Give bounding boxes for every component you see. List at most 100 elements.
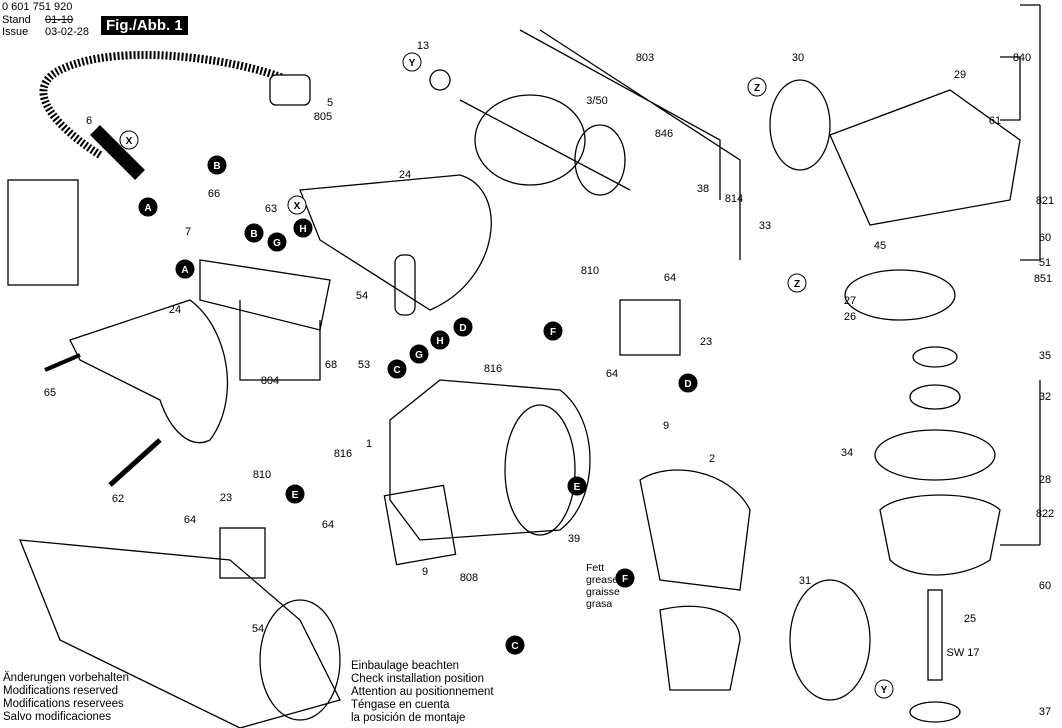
connector-marker [267,232,287,252]
part-label: 35 [1039,350,1051,362]
part-label: 803 [636,52,654,64]
part-number: 0 601 751 920 [2,1,73,13]
connector-label: H [436,336,443,347]
note-line: Einbaulage beachten [351,660,460,672]
part-label: 25 [964,613,976,625]
part-label: 26 [844,311,856,323]
part-label: 5 [327,97,333,109]
part-label: 60 [1039,580,1051,592]
connector-label: D [684,379,691,390]
connector-label: B [213,161,220,172]
connector-marker [874,679,894,699]
part-label: 64 [184,514,196,526]
part-label: 23 [220,492,232,504]
connector-marker [747,77,767,97]
issue-label: Issue [2,26,29,38]
part-label: 54 [252,623,264,635]
connector-label: E [574,482,581,493]
part-label: 64 [606,368,618,380]
connector-label: H [299,224,306,235]
part-label: 63 [265,203,277,215]
connector-marker [453,317,473,337]
part-label: 38 [697,183,709,195]
part-label: 28 [1039,474,1051,486]
connector-label: C [511,641,518,652]
connector-label: Y [881,685,888,696]
part-label: 808 [460,572,478,584]
part-label: 6 [86,115,92,127]
part-label: 24 [169,304,181,316]
connector-marker [138,197,158,217]
connector-marker [567,476,587,496]
installation-note: Einbaulage beachten Check installation p… [351,660,494,725]
grease-note: Fett grease graisse grasa [586,562,620,610]
part-label: 60 [1039,232,1051,244]
connector-label: F [550,327,556,338]
part-label: 851 [1034,273,1052,285]
connector-marker [244,223,264,243]
connector-label: Z [754,83,760,94]
part-label: 64 [664,272,676,284]
part-label: 31 [799,575,811,587]
part-label: 13 [417,40,429,52]
connector-label: C [393,365,400,376]
note-line: Téngase en cuenta [351,699,450,711]
part-label: 1 [366,438,372,450]
part-label: 66 [208,188,220,200]
part-label: 840 [1013,52,1031,64]
connector-marker [387,359,407,379]
connector-label: Z [794,279,800,290]
part-label: 32 [1039,391,1051,403]
connector-marker [175,259,195,279]
connector-label: E [292,490,299,501]
part-label: 23 [700,336,712,348]
note-line: Salvo modificaciones [3,711,112,723]
connector-marker [615,568,635,588]
connector-label: B [250,229,257,240]
note-line: Fett [586,562,605,574]
note-line: Änderungen vorbehalten [3,672,129,684]
stand-date: 01-10 [45,14,74,26]
connector-label: G [273,238,281,249]
connector-label: G [415,350,423,361]
part-label: 7 [185,226,191,238]
connector-label: X [294,201,301,212]
connector-marker [678,373,698,393]
part-label: 804 [261,375,279,387]
part-label: 846 [655,128,673,140]
part-label: 816 [334,448,352,460]
part-label: 61 [989,115,1001,127]
part-label: 2 [709,453,715,465]
part-label: 65 [44,387,56,399]
part-label: 27 [844,295,856,307]
part-label: 37 [1039,706,1051,718]
part-label: 9 [663,420,669,432]
connector-marker [787,273,807,293]
part-label: 9 [422,566,428,578]
part-label: 68 [325,359,337,371]
part-label: 822 [1036,508,1054,520]
part-label: 810 [253,469,271,481]
connector-label: A [181,265,188,276]
part-label: 33 [759,220,771,232]
part-label: 53 [358,359,370,371]
part-label: 51 [1039,257,1051,269]
note-line: grasa [586,598,613,610]
part-label: 805 [314,111,332,123]
part-label: 54 [356,290,368,302]
part-label: 3/50 [586,95,607,107]
part-label: 814 [725,193,743,205]
connector-marker [293,218,313,238]
connector-marker [505,635,525,655]
part-label: 821 [1036,195,1054,207]
part-label: 62 [112,493,124,505]
note-line: la posición de montaje [351,712,466,724]
part-label: 30 [792,52,804,64]
connector-marker [409,344,429,364]
part-label: 29 [954,69,966,81]
connector-marker [119,130,139,150]
part-label: 810 [581,265,599,277]
connector-label: A [144,203,151,214]
